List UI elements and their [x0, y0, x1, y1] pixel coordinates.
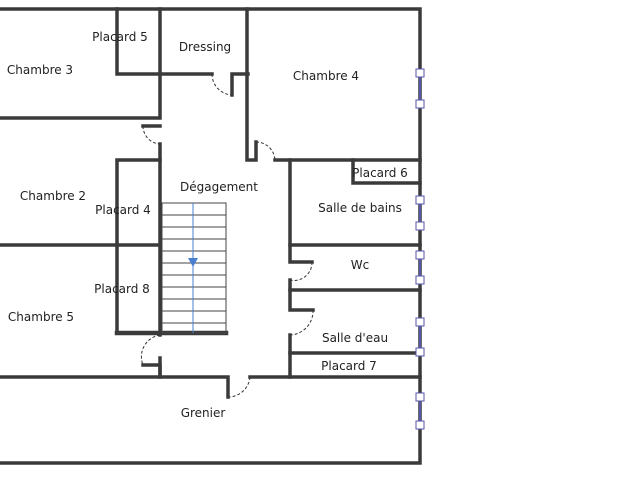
window [415, 250, 425, 285]
room-chambre-5: Chambre 5 [8, 310, 74, 324]
stair-arrow-icon [188, 258, 198, 267]
room-salle-eau: Salle d'eau [322, 331, 388, 345]
room-placard-5: Placard 5 [92, 30, 148, 44]
doors [140, 73, 314, 398]
room-dressing: Dressing [179, 40, 231, 54]
window [415, 195, 425, 231]
windows [415, 68, 425, 430]
room-placard-7: Placard 7 [321, 359, 377, 373]
room-placard-4: Placard 4 [95, 203, 151, 217]
room-placard-8: Placard 8 [94, 282, 150, 296]
room-salle-de-bains: Salle de bains [318, 201, 402, 215]
room-placard-6: Placard 6 [352, 166, 408, 180]
window [415, 317, 425, 357]
window [415, 392, 425, 430]
room-wc: Wc [351, 258, 369, 272]
room-degagement: Dégagement [180, 180, 258, 194]
room-grenier: Grenier [181, 406, 226, 420]
window [415, 68, 425, 109]
room-chambre-3: Chambre 3 [7, 63, 73, 77]
room-chambre-2: Chambre 2 [20, 189, 86, 203]
staircase [161, 202, 227, 334]
room-chambre-4: Chambre 4 [293, 69, 359, 83]
